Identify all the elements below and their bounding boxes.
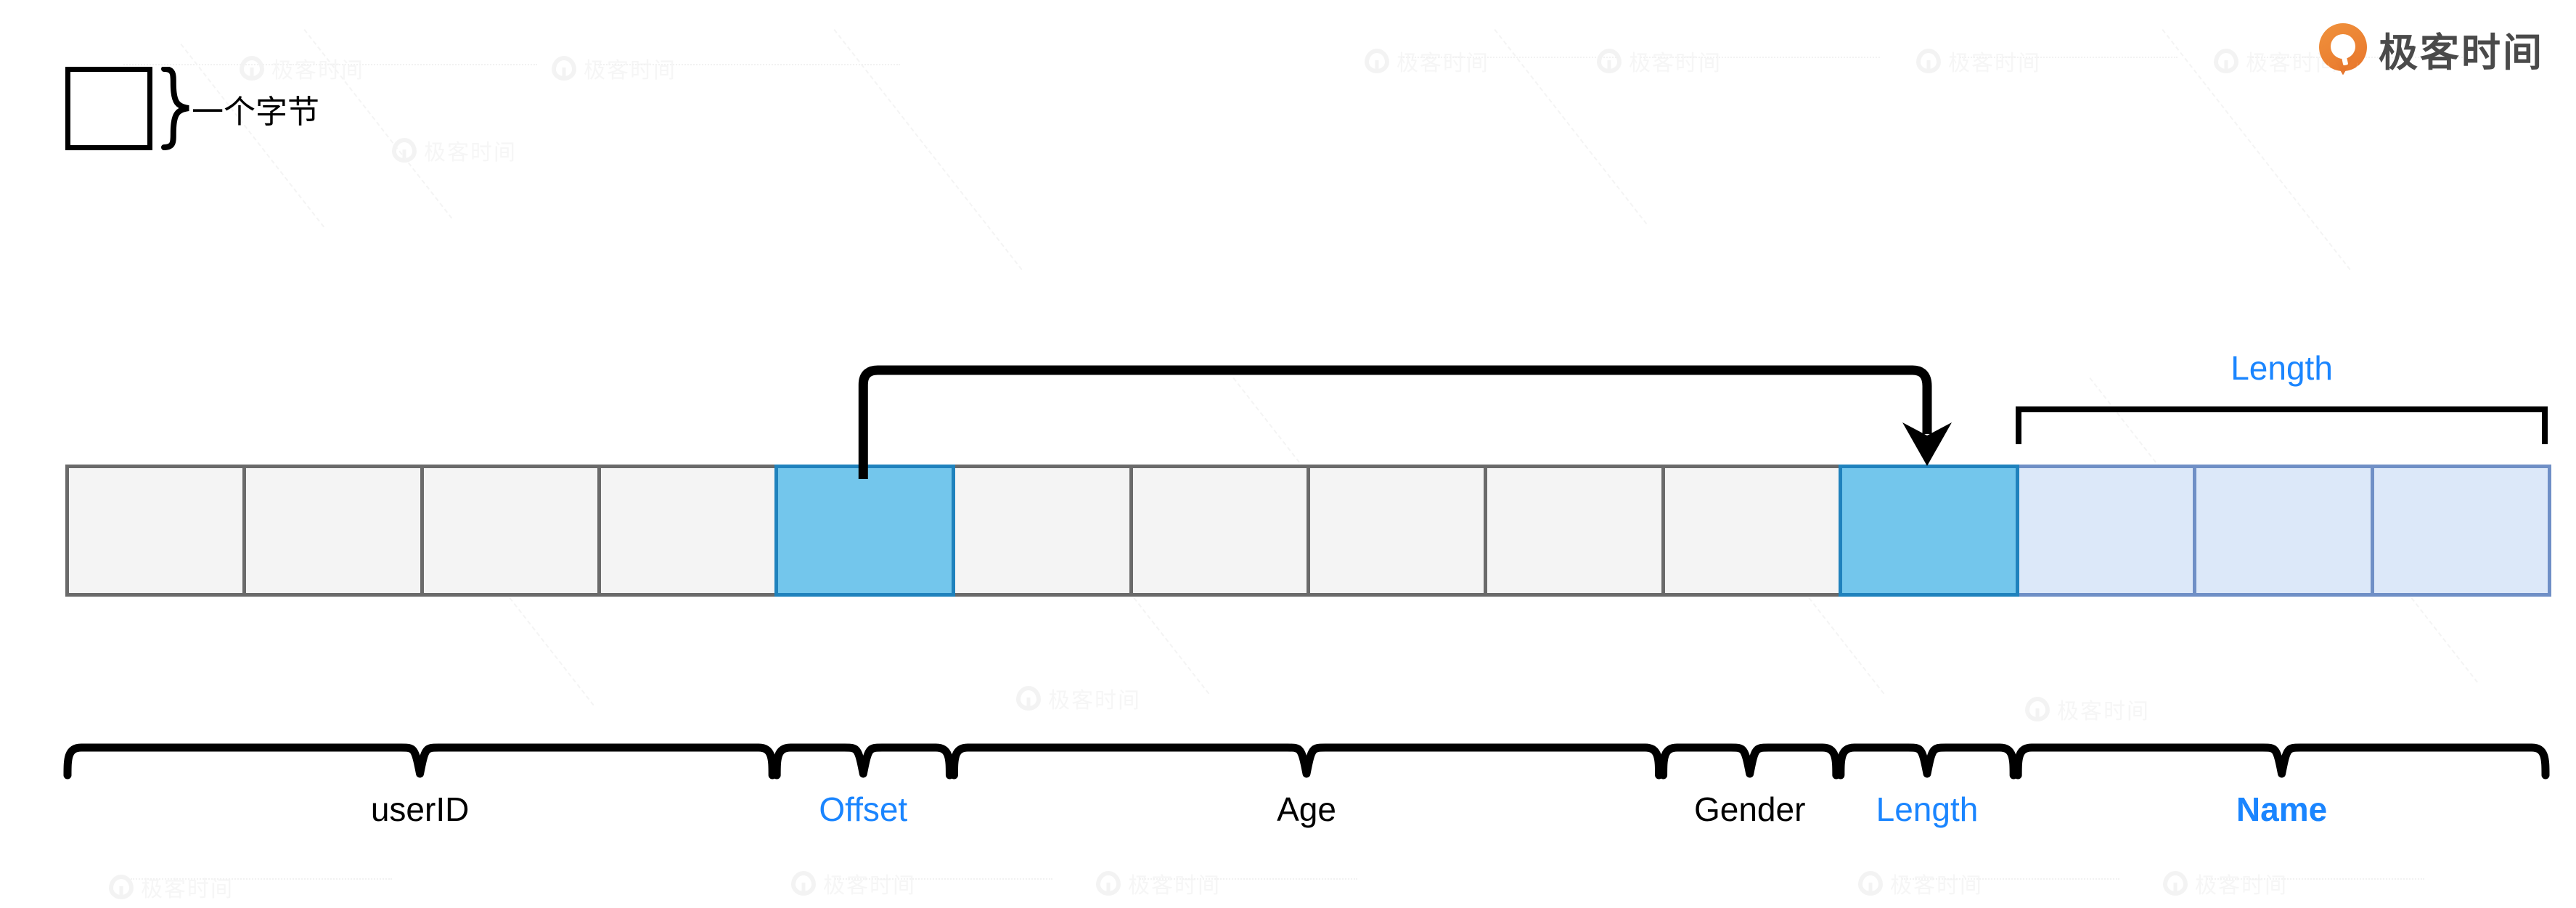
field-label-userid: userID bbox=[370, 790, 470, 828]
geektime-watermark-icon: 极客时间 bbox=[1096, 867, 1221, 899]
watermark-rule bbox=[131, 878, 392, 880]
byte-cell-length-10 bbox=[1838, 465, 2020, 597]
watermark-rule bbox=[2207, 878, 2424, 880]
watermark-rule bbox=[1401, 57, 1619, 58]
brand-logo: 极客时间 bbox=[2319, 20, 2544, 78]
watermark-diagonal bbox=[1494, 29, 1648, 225]
top-length-label: Length bbox=[2231, 349, 2333, 387]
watermark-diagonal bbox=[833, 29, 1023, 271]
brace-age bbox=[949, 743, 1664, 780]
field-label-length: Length bbox=[1876, 790, 1979, 828]
watermark-diagonal bbox=[303, 29, 453, 219]
geektime-watermark-icon: 极客时间 bbox=[1365, 45, 1489, 77]
brace-name bbox=[2013, 743, 2550, 780]
field-label-age: Age bbox=[1277, 790, 1336, 828]
byte-cell-age-6 bbox=[1129, 465, 1310, 597]
brace-offset bbox=[772, 743, 954, 780]
byte-cell-age-8 bbox=[1484, 465, 1665, 597]
brace-userid bbox=[63, 743, 777, 780]
right-curly-brace-icon bbox=[161, 67, 190, 150]
watermark-rule bbox=[1640, 57, 1880, 58]
byte-cell-userid-3 bbox=[597, 465, 779, 597]
byte-cell-name-11 bbox=[2016, 465, 2197, 597]
byte-cell-age-5 bbox=[952, 465, 1133, 597]
geektime-watermark-icon: 极客时间 bbox=[109, 871, 234, 903]
geektime-watermark-icon: 极客时间 bbox=[1597, 45, 1722, 77]
field-label-offset: Offset bbox=[819, 790, 908, 828]
watermark-rule bbox=[835, 878, 1052, 880]
watermark-rule bbox=[595, 64, 900, 65]
watermark-rule bbox=[1140, 878, 1357, 880]
top-length-bracket-icon bbox=[2016, 406, 2548, 444]
brace-length bbox=[1836, 743, 2018, 780]
byte-legend-label: 一个字节 bbox=[192, 94, 319, 130]
geektime-watermark-icon: 极客时间 bbox=[2163, 867, 2288, 899]
byte-cell-name-13 bbox=[2370, 465, 2551, 597]
brace-gender bbox=[1659, 743, 1841, 780]
byte-cell-userid-1 bbox=[242, 465, 424, 597]
geektime-pin-icon bbox=[2319, 23, 2367, 78]
watermark-rule bbox=[1960, 57, 2178, 58]
byte-cell-userid-0 bbox=[65, 465, 247, 597]
geektime-watermark-icon: 极客时间 bbox=[552, 52, 676, 84]
byte-strip bbox=[65, 465, 2551, 597]
geektime-watermark-icon: 极客时间 bbox=[1858, 867, 1983, 899]
byte-cell-gender-9 bbox=[1661, 465, 1842, 597]
watermark-rule bbox=[290, 64, 537, 65]
geektime-watermark-icon: 极客时间 bbox=[791, 867, 916, 899]
brand-name: 极客时间 bbox=[2379, 31, 2544, 75]
watermark-rule bbox=[1902, 878, 2119, 880]
byte-cell-offset-4 bbox=[774, 465, 956, 597]
geektime-watermark-icon: 极客时间 bbox=[392, 134, 517, 166]
byte-cell-name-12 bbox=[2193, 465, 2374, 597]
field-label-gender: Gender bbox=[1693, 790, 1806, 828]
geektime-watermark-icon: 极客时间 bbox=[2025, 693, 2150, 725]
field-label-name: Name bbox=[2236, 790, 2328, 828]
geektime-watermark-icon: 极客时间 bbox=[1916, 45, 2041, 77]
watermark-rule bbox=[123, 64, 290, 65]
byte-legend: 一个字节 bbox=[65, 67, 319, 150]
geektime-watermark-icon: 极客时间 bbox=[1016, 682, 1141, 714]
single-byte-box bbox=[65, 67, 152, 150]
byte-cell-age-7 bbox=[1306, 465, 1488, 597]
byte-cell-userid-2 bbox=[420, 465, 601, 597]
